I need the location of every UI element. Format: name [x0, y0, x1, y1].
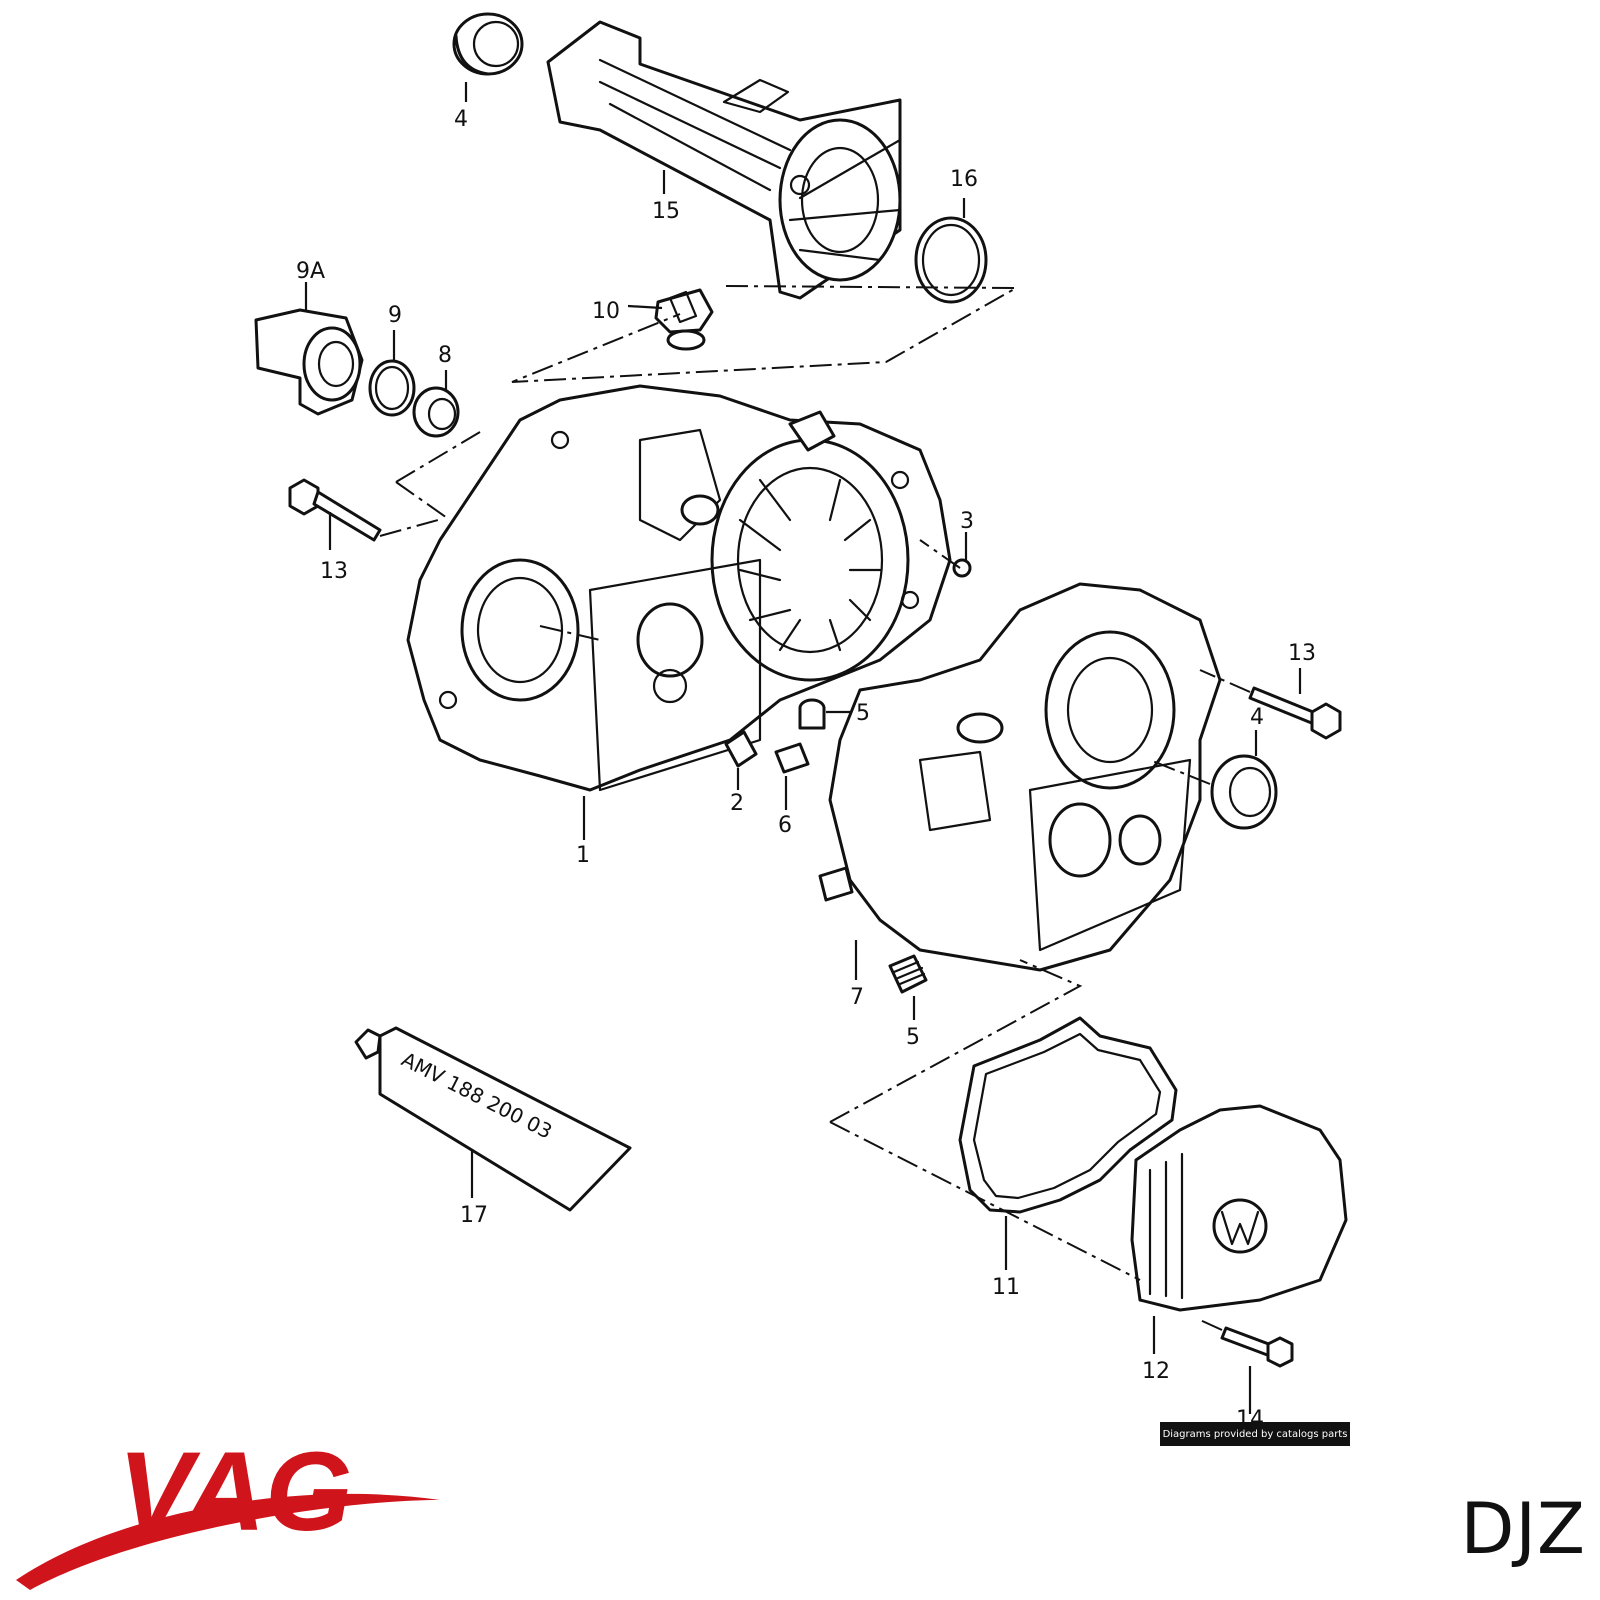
sleeve-2	[724, 730, 758, 768]
guide-sleeve-9a	[254, 308, 364, 416]
seal-8	[412, 386, 460, 438]
callout-5-upper: 5	[856, 701, 870, 726]
callout-5-lower: 5	[906, 1025, 920, 1050]
callout-6: 6	[778, 813, 792, 838]
o-ring-16	[914, 216, 988, 304]
callout-16: 16	[950, 167, 978, 192]
bolt-13-left	[288, 478, 382, 542]
callout-3: 3	[960, 509, 974, 534]
bolt-14	[1220, 1326, 1294, 1368]
gearbox-housing-1	[406, 384, 952, 792]
sealant-tube-17: AMV 188 200 03	[354, 1026, 632, 1212]
callout-13-left: 13	[320, 559, 348, 584]
callout-4-right: 4	[1250, 705, 1264, 730]
callout-1: 1	[576, 843, 590, 868]
extension-housing	[546, 20, 902, 300]
seal-top	[452, 12, 524, 76]
breather-cap-10	[654, 288, 714, 351]
bolt-13-right	[1248, 686, 1342, 740]
vag-logo: VAG	[16, 1429, 440, 1590]
callout-10: 10	[592, 299, 620, 324]
diagram-credit: Diagrams provided by catalogs parts	[1160, 1422, 1350, 1446]
plug-3	[952, 558, 972, 578]
part-code: DJZ	[1460, 1488, 1586, 1570]
callout-17: 17	[460, 1203, 488, 1228]
vag-logo-text: VAG	[118, 1429, 352, 1554]
seal-4-right	[1210, 754, 1278, 830]
callout-9: 9	[388, 303, 402, 328]
callout-12: 12	[1142, 1359, 1170, 1384]
callout-2: 2	[730, 791, 744, 816]
callout-13-right: 13	[1288, 641, 1316, 666]
callout-4-top: 4	[454, 107, 468, 132]
callout-15: 15	[652, 199, 680, 224]
cover-12	[1130, 1104, 1348, 1312]
callout-9a: 9A	[296, 259, 325, 284]
callout-11: 11	[992, 1275, 1020, 1300]
block-6	[774, 742, 810, 774]
o-ring-9	[368, 359, 416, 417]
gearbox-housing-7	[818, 582, 1222, 972]
plug-5-lower	[888, 954, 928, 994]
callout-7: 7	[850, 985, 864, 1010]
callout-8: 8	[438, 343, 452, 368]
plug-5-upper	[798, 698, 826, 730]
